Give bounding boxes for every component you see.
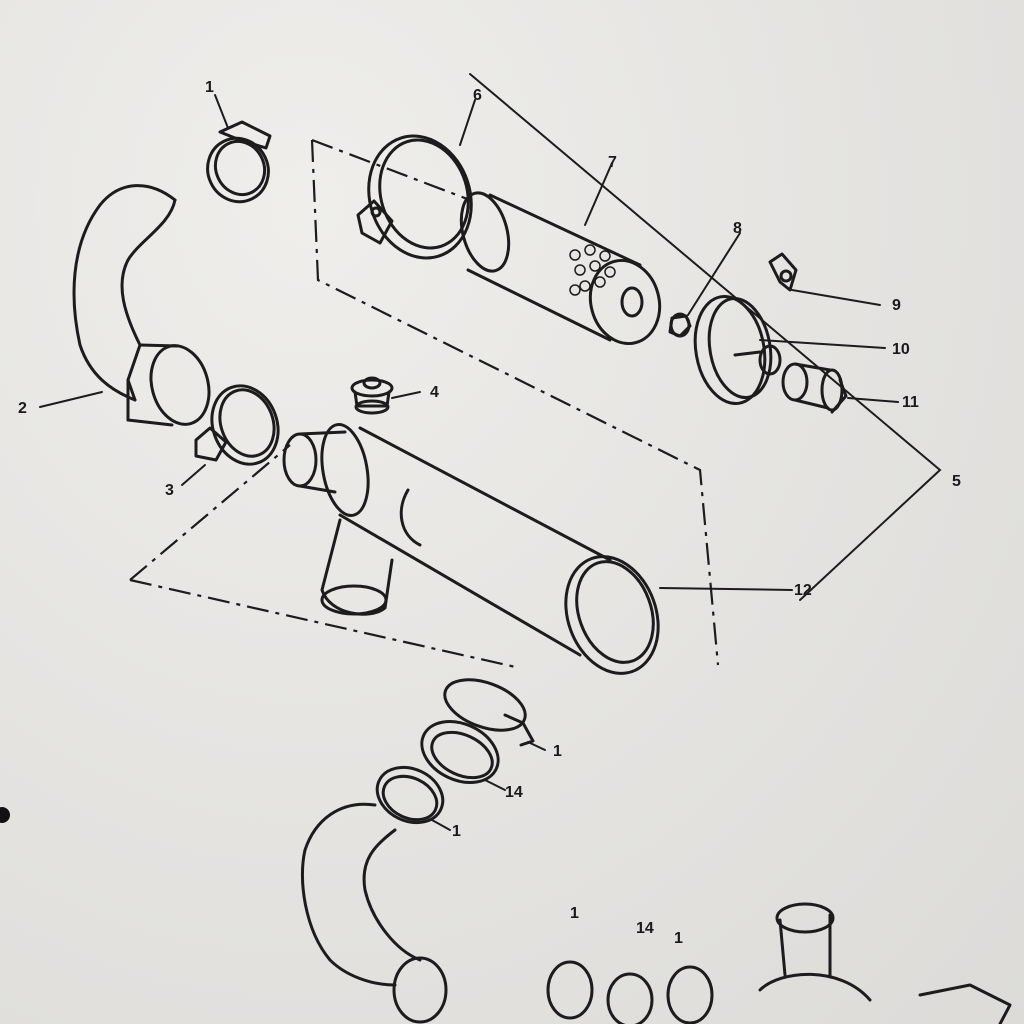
- label-9: 9: [892, 297, 901, 314]
- callout-labels: 1 2 3 4 5 6 7 8 9 10 11 12 1 14 1 1 14 1: [18, 79, 961, 947]
- label-6: 6: [473, 87, 482, 104]
- label-3: 3: [165, 482, 174, 499]
- vacuator-valve: [350, 376, 394, 415]
- label-10: 10: [892, 341, 910, 358]
- hose-clamp-top: [206, 120, 272, 204]
- intake-hose: [72, 184, 211, 427]
- label-1-top: 1: [205, 79, 214, 96]
- hose-clamp-lower: [194, 384, 280, 466]
- label-12: 12: [794, 582, 812, 599]
- label-1-bottom-right: 1: [674, 930, 683, 947]
- bottom-parts: [546, 902, 1012, 1024]
- label-1-mid: 1: [553, 743, 562, 760]
- label-1-bottom-left: 1: [570, 905, 579, 922]
- mounting-band: [356, 134, 473, 260]
- wing-nut: [768, 252, 798, 292]
- end-cover: [693, 294, 782, 406]
- label-5: 5: [952, 473, 961, 490]
- label-7: 7: [608, 154, 617, 171]
- label-4: 4: [430, 384, 439, 401]
- label-8: 8: [733, 220, 742, 237]
- label-14-mid: 14: [505, 784, 523, 801]
- air-cleaner-housing: [282, 423, 660, 675]
- label-14-bottom: 14: [636, 920, 654, 937]
- assembly-outline: [129, 73, 942, 670]
- lower-hose: [300, 802, 448, 1024]
- label-2: 2: [18, 400, 27, 417]
- retaining-nut: [668, 312, 692, 338]
- filter-element: [459, 191, 662, 346]
- dust-unloader-valve: [781, 362, 848, 414]
- lower-clamp-stack: [375, 678, 535, 825]
- punch-hole-mark: [0, 807, 10, 823]
- label-1-lower: 1: [452, 823, 461, 840]
- leader-lines: [39, 94, 899, 831]
- filter-perforations: [569, 244, 616, 296]
- label-11: 11: [902, 394, 919, 411]
